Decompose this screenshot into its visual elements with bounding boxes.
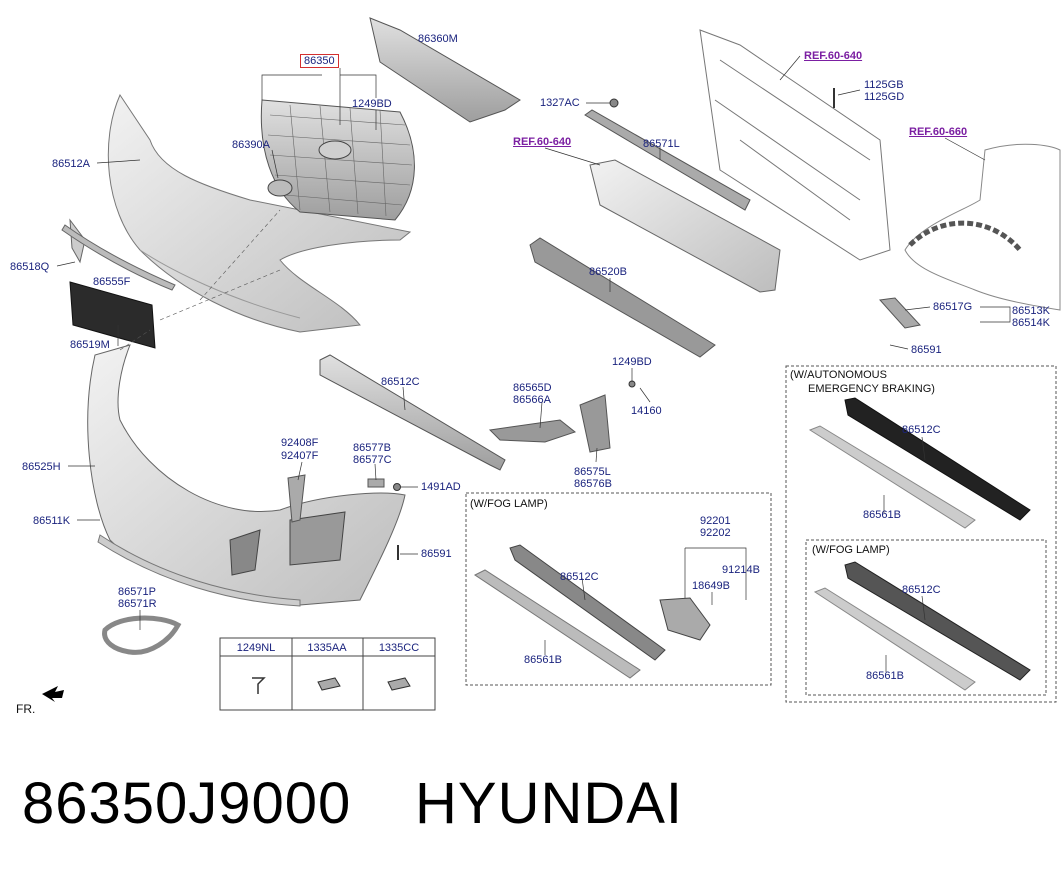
callout-86390A: 86390A bbox=[232, 139, 270, 151]
callout-18649B: 18649B bbox=[692, 580, 730, 592]
aeb-fog-box bbox=[805, 539, 1047, 696]
aeb-box-caption-line1: (W/AUTONOMOUS bbox=[790, 369, 887, 381]
fog-lamp-box bbox=[465, 492, 772, 686]
assembly-lines bbox=[119, 209, 281, 351]
fog-lamp-unit bbox=[659, 597, 711, 641]
clip-1335CC-icon bbox=[387, 677, 411, 691]
callout-92202: 92202 bbox=[700, 527, 731, 539]
fog-cover-86561B bbox=[474, 569, 641, 679]
callout-86571L: 86571L bbox=[643, 138, 680, 150]
aeb-grille bbox=[844, 397, 1031, 521]
callout-92201: 92201 bbox=[700, 515, 731, 527]
callout-92408F: 92408F bbox=[281, 437, 319, 449]
reference-60-640-top[interactable]: REF.60-640 bbox=[804, 50, 863, 62]
radiator-carrier bbox=[699, 29, 891, 261]
callout-86591-right: 86591 bbox=[911, 344, 942, 356]
reference-60-660-fender[interactable]: REF.60-660 bbox=[909, 126, 968, 138]
callout-86512A: 86512A bbox=[52, 158, 90, 170]
callout-86577C: 86577C bbox=[353, 454, 392, 466]
fog-grille bbox=[509, 544, 666, 661]
callout-1491AD: 1491AD bbox=[421, 481, 461, 493]
brand-title: HYUNDAI bbox=[415, 771, 684, 836]
callout-14160: 14160 bbox=[631, 405, 662, 417]
callout-86571R: 86571R bbox=[118, 598, 157, 610]
license-plate-bracket bbox=[69, 281, 156, 349]
bumper-lip bbox=[97, 534, 301, 607]
fastener-header-1249NL: 1249NL bbox=[236, 642, 276, 654]
part-number-title: 86350J9000 bbox=[22, 771, 352, 836]
grille-upper-molding bbox=[369, 17, 521, 123]
lower-bumper-cover bbox=[87, 344, 406, 606]
bumper-beam bbox=[589, 159, 781, 293]
callout-86576B: 86576B bbox=[574, 478, 612, 490]
callout-aeb-86512C: 86512C bbox=[902, 424, 941, 436]
callout-1125GB: 1125GB bbox=[864, 79, 904, 91]
fastener-header-1335CC: 1335CC bbox=[378, 642, 420, 654]
bracket-86575L bbox=[579, 394, 611, 453]
aeb-box-caption-line2: EMERGENCY BRAKING) bbox=[808, 383, 935, 395]
aeb-fog-cover bbox=[813, 587, 976, 691]
callout-fog-86512C: 86512C bbox=[560, 571, 599, 583]
emblem bbox=[267, 179, 293, 197]
callout-86525H: 86525H bbox=[22, 461, 61, 473]
callout-86571P: 86571P bbox=[118, 586, 156, 598]
wheel-arch-molding bbox=[908, 220, 1022, 252]
callout-86566A: 86566A bbox=[513, 394, 551, 406]
front-orientation-label: FR. bbox=[16, 702, 36, 716]
screw-1491AD bbox=[393, 483, 401, 491]
upper-bumper-cover bbox=[107, 93, 412, 333]
front-direction-arrow-icon bbox=[42, 686, 64, 702]
callout-86575L: 86575L bbox=[574, 466, 611, 478]
callout-86350-highlighted: 86350 bbox=[300, 54, 339, 68]
clip-86577B bbox=[367, 478, 385, 488]
radiator-grille bbox=[260, 99, 415, 221]
callout-86519M: 86519M bbox=[70, 339, 110, 351]
aeb-box bbox=[785, 365, 1057, 703]
side-cover-86565D bbox=[488, 419, 577, 443]
lower-strip-86555F bbox=[61, 224, 176, 291]
callout-1249BD-top: 1249BD bbox=[352, 98, 392, 110]
aeb-cover bbox=[808, 425, 976, 529]
bracket-86517G bbox=[878, 297, 921, 329]
callout-86517G: 86517G bbox=[933, 301, 973, 313]
leader-lines bbox=[56, 55, 1011, 672]
reference-60-640-mid[interactable]: REF.60-640 bbox=[513, 136, 572, 148]
fastener-header-1335AA: 1335AA bbox=[307, 642, 347, 654]
fog-lamp-bezel bbox=[102, 615, 182, 655]
screw-1249NL-icon bbox=[252, 677, 266, 694]
clip-1335AA-icon bbox=[317, 677, 341, 691]
fog-lamp-box-caption: (W/FOG LAMP) bbox=[470, 498, 548, 510]
callout-86577B: 86577B bbox=[353, 442, 391, 454]
aeb-fog-box-caption: (W/FOG LAMP) bbox=[812, 544, 890, 556]
lower-grille-86512C bbox=[319, 354, 506, 471]
fender-outline bbox=[904, 143, 1061, 311]
callout-aeb-86561B: 86561B bbox=[863, 509, 901, 521]
callout-86514K: 86514K bbox=[1012, 317, 1050, 329]
fastener-table bbox=[219, 637, 436, 711]
callout-86513K: 86513K bbox=[1012, 305, 1050, 317]
callout-86512C-mid: 86512C bbox=[381, 376, 420, 388]
energy-absorber-86520B bbox=[529, 237, 716, 358]
callout-86555F: 86555F bbox=[93, 276, 131, 288]
callout-86520B: 86520B bbox=[589, 266, 627, 278]
callout-92407F: 92407F bbox=[281, 450, 319, 462]
callout-1125GD: 1125GD bbox=[864, 91, 905, 103]
callout-86360M: 86360M bbox=[418, 33, 458, 45]
callout-86511K: 86511K bbox=[33, 515, 71, 527]
aeb-fog-grille bbox=[844, 561, 1031, 681]
bracket-92408F bbox=[287, 474, 306, 523]
callout-91214B: 91214B bbox=[722, 564, 760, 576]
callout-86565D: 86565D bbox=[513, 382, 552, 394]
callout-1327AC: 1327AC bbox=[540, 97, 580, 109]
nut-1327AC bbox=[609, 98, 619, 108]
beam-strip-86571L bbox=[584, 109, 751, 211]
exploded-parts-diagram bbox=[42, 17, 1061, 711]
callout-fog-86561B: 86561B bbox=[524, 654, 562, 666]
callout-86518Q: 86518Q bbox=[10, 261, 50, 273]
callout-aebfog-86561B: 86561B bbox=[866, 670, 904, 682]
callout-86591-mid: 86591 bbox=[421, 548, 452, 560]
callout-1249BD-mid: 1249BD bbox=[612, 356, 652, 368]
callout-aebfog-86512C: 86512C bbox=[902, 584, 941, 596]
